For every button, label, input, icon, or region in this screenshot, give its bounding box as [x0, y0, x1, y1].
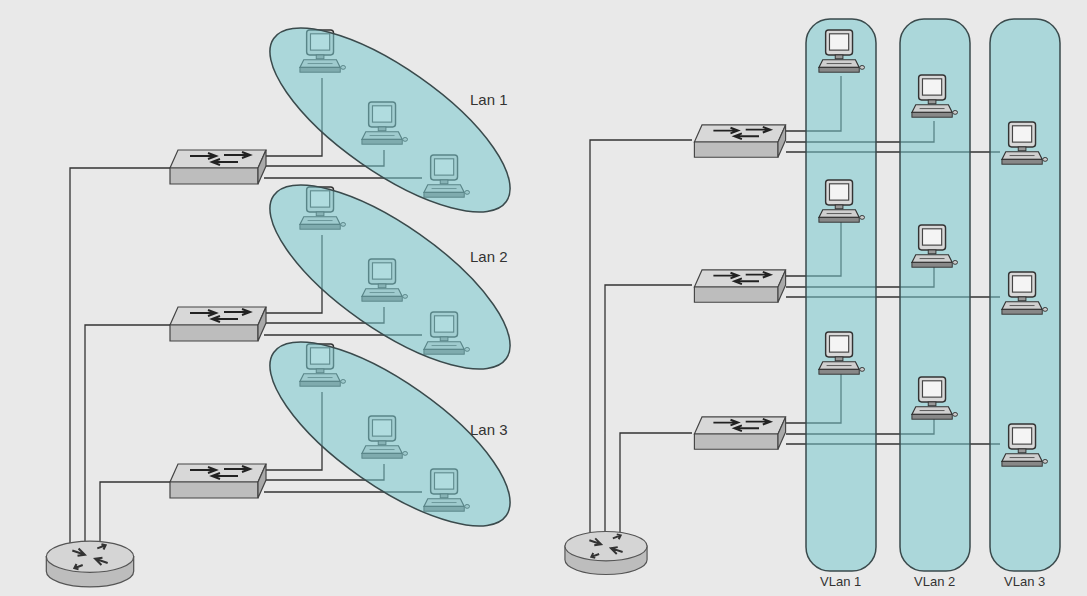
lan-label: Lan 2	[470, 248, 508, 266]
vlan-band: VLan 1	[805, 18, 877, 594]
vlan-label: VLan 2	[914, 574, 955, 590]
lan-group: Lan 3	[255, 339, 535, 534]
vlan-label: VLan 3	[1004, 574, 1045, 590]
band-outline	[805, 18, 877, 594]
lan-label: Lan 3	[470, 421, 508, 439]
vlan-label: VLan 1	[820, 574, 861, 590]
lan-label: Lan 1	[470, 91, 508, 109]
